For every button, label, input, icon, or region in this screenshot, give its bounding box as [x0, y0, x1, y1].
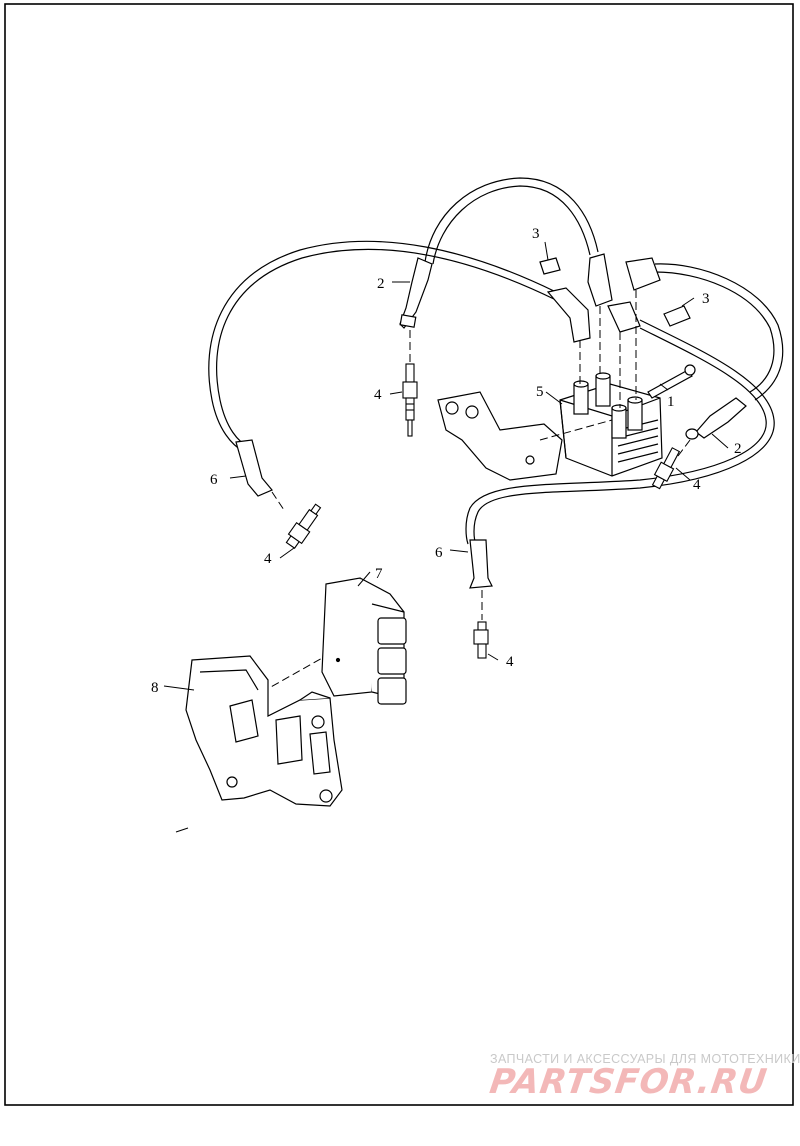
stray-mark	[175, 827, 189, 833]
callout-4-right: 4	[693, 477, 701, 493]
callout-3-right: 3	[702, 291, 710, 307]
callout-2-left: 2	[377, 276, 385, 292]
callout-3-top: 3	[532, 226, 540, 242]
callout-leaders	[163, 241, 729, 691]
ignition-coil	[559, 364, 696, 477]
callout-4-lower: 4	[506, 654, 514, 670]
callout-4-upper: 4	[374, 387, 382, 403]
boot-left-2	[399, 257, 433, 329]
spark-plug-wires	[208, 177, 784, 545]
spark-plug-lower	[473, 621, 489, 659]
callout-6-lower: 6	[435, 545, 443, 561]
ecm-mounting-bracket	[185, 655, 343, 807]
spark-plug-left	[285, 503, 322, 549]
coil-bolt	[647, 369, 693, 399]
callout-8: 8	[151, 680, 159, 696]
boot-lower-6	[469, 539, 493, 589]
callout-7: 7	[375, 566, 383, 582]
wire-clips	[539, 257, 691, 327]
page-border	[4, 3, 794, 1106]
spark-plugs	[285, 363, 681, 659]
watermark-logo: PARTSFOR.RU	[487, 1062, 770, 1102]
wire-boots	[235, 253, 747, 589]
callout-4-left: 4	[264, 551, 272, 567]
assembly-leader-lines	[229, 290, 691, 711]
coil-bracket	[437, 391, 563, 481]
callout-1: 1	[667, 394, 675, 410]
watermark-caption: ЗАПЧАСТИ И АКСЕССУАРЫ ДЛЯ МОТОТЕХНИКИ	[490, 1052, 800, 1066]
spark-plug-upper	[402, 363, 418, 437]
callout-6-left: 6	[210, 472, 218, 488]
spark-plug-right	[651, 447, 681, 490]
callout-5: 5	[536, 384, 544, 400]
boot-left-6	[235, 439, 273, 497]
callout-2-right: 2	[734, 441, 742, 457]
boot-right-2	[695, 397, 747, 439]
ecm-module	[321, 577, 407, 705]
callout-labels: 1 2 2 3 3 4 4 4 4 5 6 6 7 8	[151, 226, 742, 696]
